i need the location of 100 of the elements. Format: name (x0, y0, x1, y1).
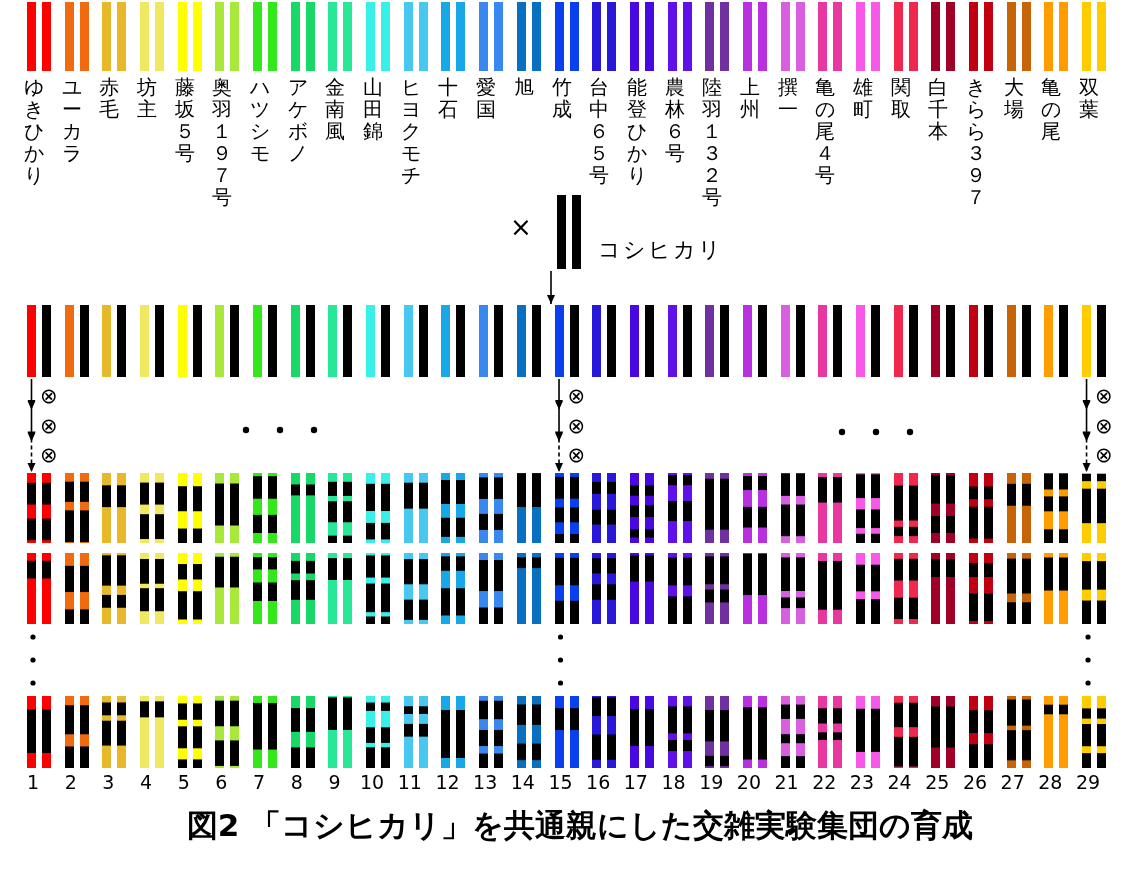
chromosome-pair (478, 305, 505, 377)
variety-name: 陸羽１３２号 (701, 76, 724, 208)
chromosome-pair (817, 553, 844, 624)
line-number: 21 (774, 773, 799, 792)
chromosome-pair (628, 696, 655, 768)
chromosome-pair (1005, 305, 1032, 377)
line-number: 2 (64, 773, 77, 792)
line-number: 23 (849, 773, 875, 792)
variety-name: 旭 (512, 76, 535, 98)
variety-name: 金南風 (324, 76, 347, 142)
chromosome-pair (101, 696, 128, 768)
chromosome-pair (704, 553, 731, 624)
chromosome-pair (591, 305, 618, 377)
chromosome-pair (327, 473, 354, 543)
variety-name: 愛国 (475, 76, 498, 120)
variety-name: 十石 (437, 76, 460, 120)
line-number: 29 (1075, 773, 1101, 792)
line-number: 20 (736, 773, 761, 792)
chromosome-pair (440, 305, 467, 377)
variety-name: 白千本 (927, 76, 950, 142)
chromosome-pair (1005, 553, 1032, 624)
selfing-mark: ⊗ (567, 416, 586, 437)
chromosome-pair (176, 473, 203, 543)
line-number: 27 (1000, 773, 1025, 792)
chromosome-pair (628, 473, 655, 543)
chromosome-pair (1005, 473, 1032, 543)
chromosome-pair (252, 473, 279, 543)
line-number: 9 (328, 773, 341, 792)
chromosome-pair (628, 553, 655, 624)
chromosome-pair (139, 305, 166, 377)
chromosome-pair (591, 696, 618, 768)
chromosome-pair (101, 553, 128, 624)
line-number: 24 (887, 773, 912, 792)
chromosome-pair (327, 305, 354, 377)
variety-name: 坊主 (136, 76, 159, 120)
chromosome-pair (289, 696, 316, 768)
line-number: 12 (435, 773, 460, 792)
line-number: 15 (548, 773, 573, 792)
chromosome-pair (892, 696, 919, 768)
selfing-mark: ⊗ (40, 386, 58, 407)
variety-name: 双葉 (1078, 76, 1101, 120)
variety-name: ハツシモ (249, 76, 272, 164)
chromosome-pair (478, 696, 505, 768)
chromosome-pair (365, 696, 392, 768)
line-number: 11 (397, 773, 422, 792)
chromosome-pair (1005, 696, 1032, 768)
chromosome-pair (402, 305, 429, 377)
line-number: 18 (661, 773, 686, 792)
selfing-mark: ⊗ (40, 445, 58, 466)
line-number: 8 (290, 773, 303, 792)
chromosome-pair (26, 696, 52, 768)
variety-name: コシヒカリ (598, 239, 723, 261)
arrow (27, 378, 36, 473)
chromosome-pair (779, 553, 806, 624)
chromosome-pair (214, 553, 241, 624)
chromosome-pair (440, 696, 467, 768)
chromosome-pair (779, 305, 806, 377)
line-number: 13 (473, 773, 498, 792)
variety-name: 関取 (889, 76, 912, 120)
chromosome-pair (666, 696, 693, 768)
chromosome-pair (666, 553, 693, 624)
chromosome-pair (214, 305, 241, 377)
chromosome-pair (101, 305, 128, 377)
chromosome-pair (892, 305, 919, 377)
variety-name: 撰一 (776, 76, 799, 120)
chromosome-pair (26, 305, 52, 377)
figure-caption: 図2 「コシヒカリ」を共通親にした交雑実験集団の育成 (186, 810, 974, 841)
chromosome-pair (478, 553, 505, 624)
variety-name: 能登ひかり (625, 76, 648, 186)
line-number: 17 (623, 773, 648, 792)
chromosome-pair (176, 696, 203, 768)
chromosome-pair (402, 553, 429, 624)
chromosome-pair (968, 696, 994, 768)
chromosome-pair (1043, 553, 1070, 624)
chromosome-pair (252, 696, 279, 768)
variety-name: 亀の尾 (1040, 76, 1063, 142)
chromosome-pair (1081, 305, 1108, 377)
chromosome-pair (591, 473, 618, 543)
selfing-mark: ⊗ (567, 386, 586, 407)
chromosome-pair (440, 553, 467, 624)
chromosome-pair (930, 696, 957, 768)
line-number: 28 (1038, 773, 1063, 792)
chromosome-pair (968, 305, 994, 377)
variety-name: アケボノ (286, 76, 309, 164)
variety-name: 大場 (1002, 76, 1025, 120)
chromosome-pair (289, 553, 316, 624)
chromosome-pair (1043, 696, 1070, 768)
chromosome-pair (741, 473, 768, 543)
chromosome-pair (365, 473, 392, 543)
chromosome-pair (704, 696, 731, 768)
chromosome-pair (139, 473, 166, 543)
chromosome-pair (968, 473, 994, 543)
chromosome-pair (365, 553, 392, 624)
arrow (555, 378, 563, 473)
variety-name: ヒヨクモチ (399, 76, 422, 186)
chromosome-pair (741, 305, 768, 377)
chromosome-pair (892, 473, 919, 543)
chromosome-pair (63, 553, 90, 624)
chromosome-pair (817, 473, 844, 543)
chromosome-pair (478, 473, 505, 543)
